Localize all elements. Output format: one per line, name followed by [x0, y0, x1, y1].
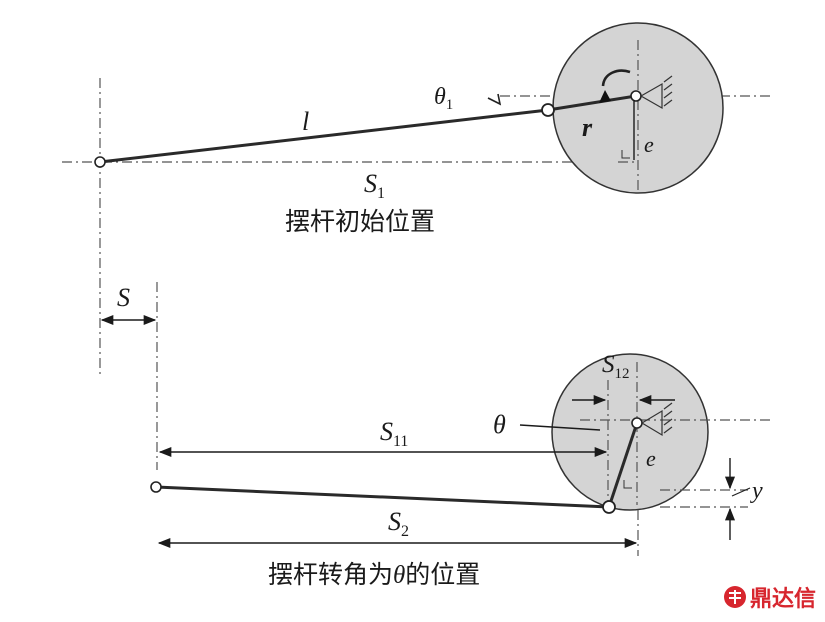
bottom-eccentric-disk — [551, 353, 709, 511]
top-crank-center — [630, 90, 642, 102]
bottom-caption: 摆杆转角为θ的位置 — [268, 560, 480, 589]
top-label-theta1: θ1 — [434, 84, 453, 113]
bottom-label-y: y — [750, 478, 763, 504]
top-rod-pivot — [94, 156, 106, 168]
top-figure: l r e θ1 S1 摆杆初始位置 — [62, 22, 770, 378]
bottom-theta-leader — [519, 424, 601, 431]
bottom-label-s2: S2 — [388, 507, 409, 540]
bottom-label-theta: θ — [493, 410, 506, 439]
bottom-swing-rod — [155, 485, 610, 509]
top-rotation-arrow-icon — [601, 69, 631, 87]
bottom-label-s12: S12 — [602, 351, 630, 382]
top-crank-r — [547, 94, 637, 112]
top-label-e: e — [644, 132, 654, 157]
top-label-s1: S1 — [364, 169, 385, 202]
bottom-crank-joint — [602, 500, 616, 514]
watermark: 鼎达信 — [724, 586, 816, 612]
bottom-label-s11: S11 — [380, 417, 408, 450]
top-label-r: r — [582, 113, 593, 142]
top-crank-joint — [541, 103, 555, 117]
top-swing-rod — [99, 108, 549, 164]
offset-s-dimension: S — [100, 282, 158, 470]
offset-label-s: S — [117, 283, 130, 312]
bottom-rod-pivot — [150, 481, 162, 493]
top-fixed-support-icon — [639, 75, 673, 110]
bottom-crank-center — [631, 417, 643, 429]
top-label-l: l — [302, 107, 309, 136]
top-theta1-mark-icon — [487, 93, 502, 106]
bottom-fixed-support-icon — [640, 402, 673, 437]
bottom-crank — [607, 422, 639, 508]
top-caption: 摆杆初始位置 — [285, 207, 435, 236]
watermark-text: 鼎达信 — [750, 586, 816, 612]
bottom-label-e: e — [646, 446, 656, 471]
bottom-figure: S11 S12 θ e — [150, 351, 770, 589]
